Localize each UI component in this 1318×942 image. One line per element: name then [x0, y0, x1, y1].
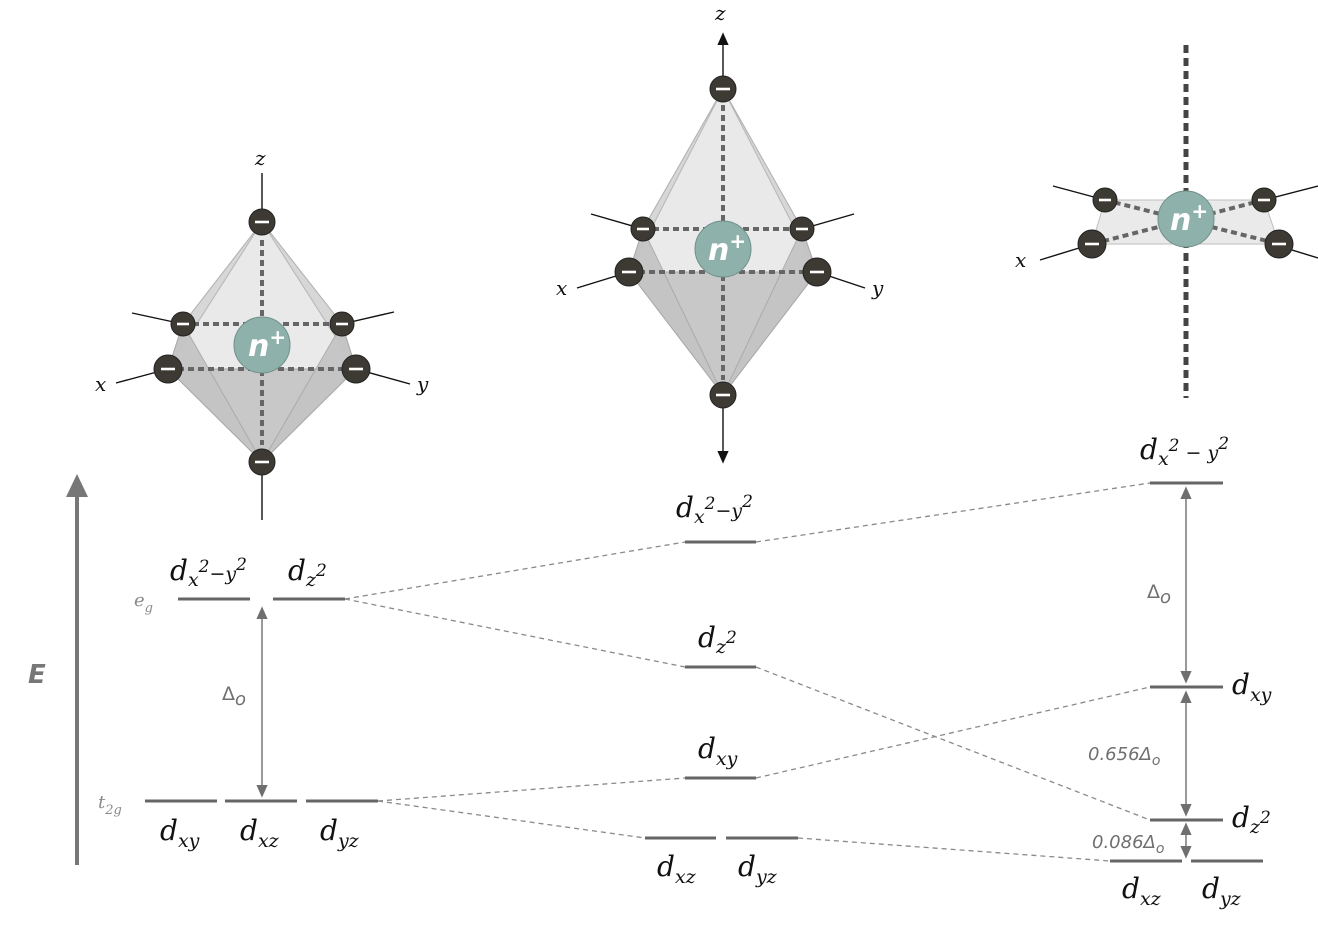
square-planar-complex: n+ x	[1015, 45, 1318, 398]
orbital-label: dxy	[698, 732, 738, 770]
orbital-label: dx2−y2	[676, 491, 753, 528]
orbital-label: dxz	[657, 850, 697, 888]
x-axis-label: x	[556, 276, 567, 300]
orbital-label: dx2 − y2	[1140, 433, 1229, 470]
svg-text:n+: n+	[248, 325, 286, 364]
metal-ion	[1157, 190, 1215, 248]
x-axis-label: x	[95, 372, 106, 396]
tetragonal-levels: dx2−y2 dz2 dxy dxz dyz	[645, 491, 798, 888]
orbital-label: dyz	[1202, 872, 1242, 910]
gap-label: 0.086Δo	[1092, 832, 1164, 857]
orbital-label: dx2−y2	[170, 554, 247, 591]
orbital-label: dz2	[1232, 801, 1271, 838]
orbital-label: dxz	[1122, 872, 1162, 910]
orbital-label: dz2	[288, 554, 327, 591]
orbital-label: dyz	[738, 850, 778, 888]
octahedral-complex: n+ z x y	[95, 146, 429, 520]
energy-axis: E	[28, 474, 88, 865]
y-axis-label: y	[416, 372, 429, 396]
x-axis-label: x	[1015, 248, 1026, 272]
delta-o-label: Δo	[222, 683, 246, 710]
metal-ion	[233, 316, 291, 374]
z-axis-label: z	[714, 1, 726, 25]
t2g-label: t2g	[98, 792, 122, 818]
svg-text:n+: n+	[708, 229, 746, 268]
correlation-lines	[344, 482, 1151, 862]
orbital-label: dxz	[240, 814, 280, 852]
energy-axis-label: E	[28, 660, 46, 690]
orbital-label: dz2	[698, 621, 737, 658]
gap-label: Δo	[1147, 581, 1171, 608]
z-axis-label: z	[254, 146, 266, 170]
gap-label: 0.656Δo	[1088, 744, 1160, 769]
y-axis-label: y	[871, 276, 884, 300]
square-planar-levels: Δo 0.656Δo 0.086Δo dx2 − y2 dxy dz2 dxz …	[1088, 433, 1272, 910]
eg-label: eg	[134, 590, 153, 616]
metal-ion	[694, 220, 752, 278]
orbital-label: dxy	[160, 814, 200, 852]
orbital-label: dyz	[320, 814, 360, 852]
octahedral-levels: Δo eg t2g dx2−y2 dz2 dxy dxz dyz	[98, 554, 378, 852]
orbital-label: dxy	[1232, 668, 1272, 706]
svg-text:n+: n+	[1170, 199, 1208, 238]
tetragonal-complex: n+ z x y	[556, 1, 884, 464]
